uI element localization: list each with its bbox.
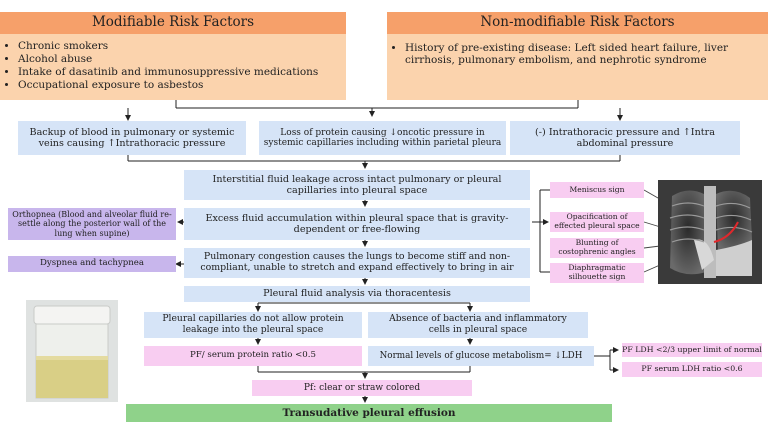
- ldh-limit-box: PF LDH <2/3 upper limit of normal: [622, 343, 762, 357]
- pleural-fluid-sample-image: [26, 300, 118, 402]
- fluid-analysis-box: Pleural fluid analysis via thoracentesis: [184, 286, 530, 302]
- cause-intrathoracic-pressure: (-) Intrathoracic pressure and ↑Intra ab…: [510, 121, 740, 155]
- nonmodifiable-risk-list: History of pre-existing disease: Left si…: [387, 34, 768, 100]
- risk-item: Alcohol abuse: [18, 53, 318, 65]
- orthopnea-box: Orthopnea (Blood and alveolar fluid re-s…: [8, 208, 176, 240]
- xray-sign: Diaphragmatic silhouette sign: [550, 263, 644, 283]
- ldh-ratio-box: PF serum LDH ratio <0.6: [622, 362, 762, 377]
- risk-item: Occupational exposure to asbestos: [18, 79, 318, 91]
- modifiable-risk-list: Chronic smokers Alcohol abuse Intake of …: [0, 34, 346, 100]
- protein-ratio-box: PF/ serum protein ratio <0.5: [144, 346, 362, 366]
- pulmonary-congestion-box: Pulmonary congestion causes the lungs to…: [184, 248, 530, 278]
- absence-box: Absence of bacteria and inflammatory cel…: [368, 312, 588, 338]
- modifiable-risk-title: Modifiable Risk Factors: [0, 12, 346, 34]
- capillaries-box: Pleural capillaries do not allow protein…: [144, 312, 362, 338]
- xray-sign: Blunting of costophrenic angles: [550, 238, 644, 258]
- cause-protein-loss: Loss of protein causing ↓oncotic pressur…: [259, 121, 506, 155]
- chest-xray-image: [658, 180, 762, 284]
- cause-venous-backup: Backup of blood in pulmonary or systemic…: [18, 121, 246, 155]
- fluid-accumulation-box: Excess fluid accumulation within pleural…: [184, 208, 530, 240]
- nonmodifiable-risk-title: Non-modifiable Risk Factors: [387, 12, 768, 34]
- dyspnea-box: Dyspnea and tachypnea: [8, 256, 176, 272]
- risk-item: Intake of dasatinib and immunosuppressiv…: [18, 66, 318, 78]
- fluid-leakage-box: Interstitial fluid leakage across intact…: [184, 170, 530, 200]
- fluid-color-box: Pf: clear or straw colored: [252, 380, 472, 396]
- glucose-box: Normal levels of glucose metabolism= ↓LD…: [368, 346, 594, 366]
- result-box: Transudative pleural effusion: [126, 404, 612, 422]
- risk-item: Chronic smokers: [18, 40, 318, 52]
- xray-sign: Opacification of effected pleural space: [550, 212, 644, 232]
- xray-sign: Meniscus sign: [550, 182, 644, 198]
- risk-item: History of pre-existing disease: Left si…: [405, 42, 760, 66]
